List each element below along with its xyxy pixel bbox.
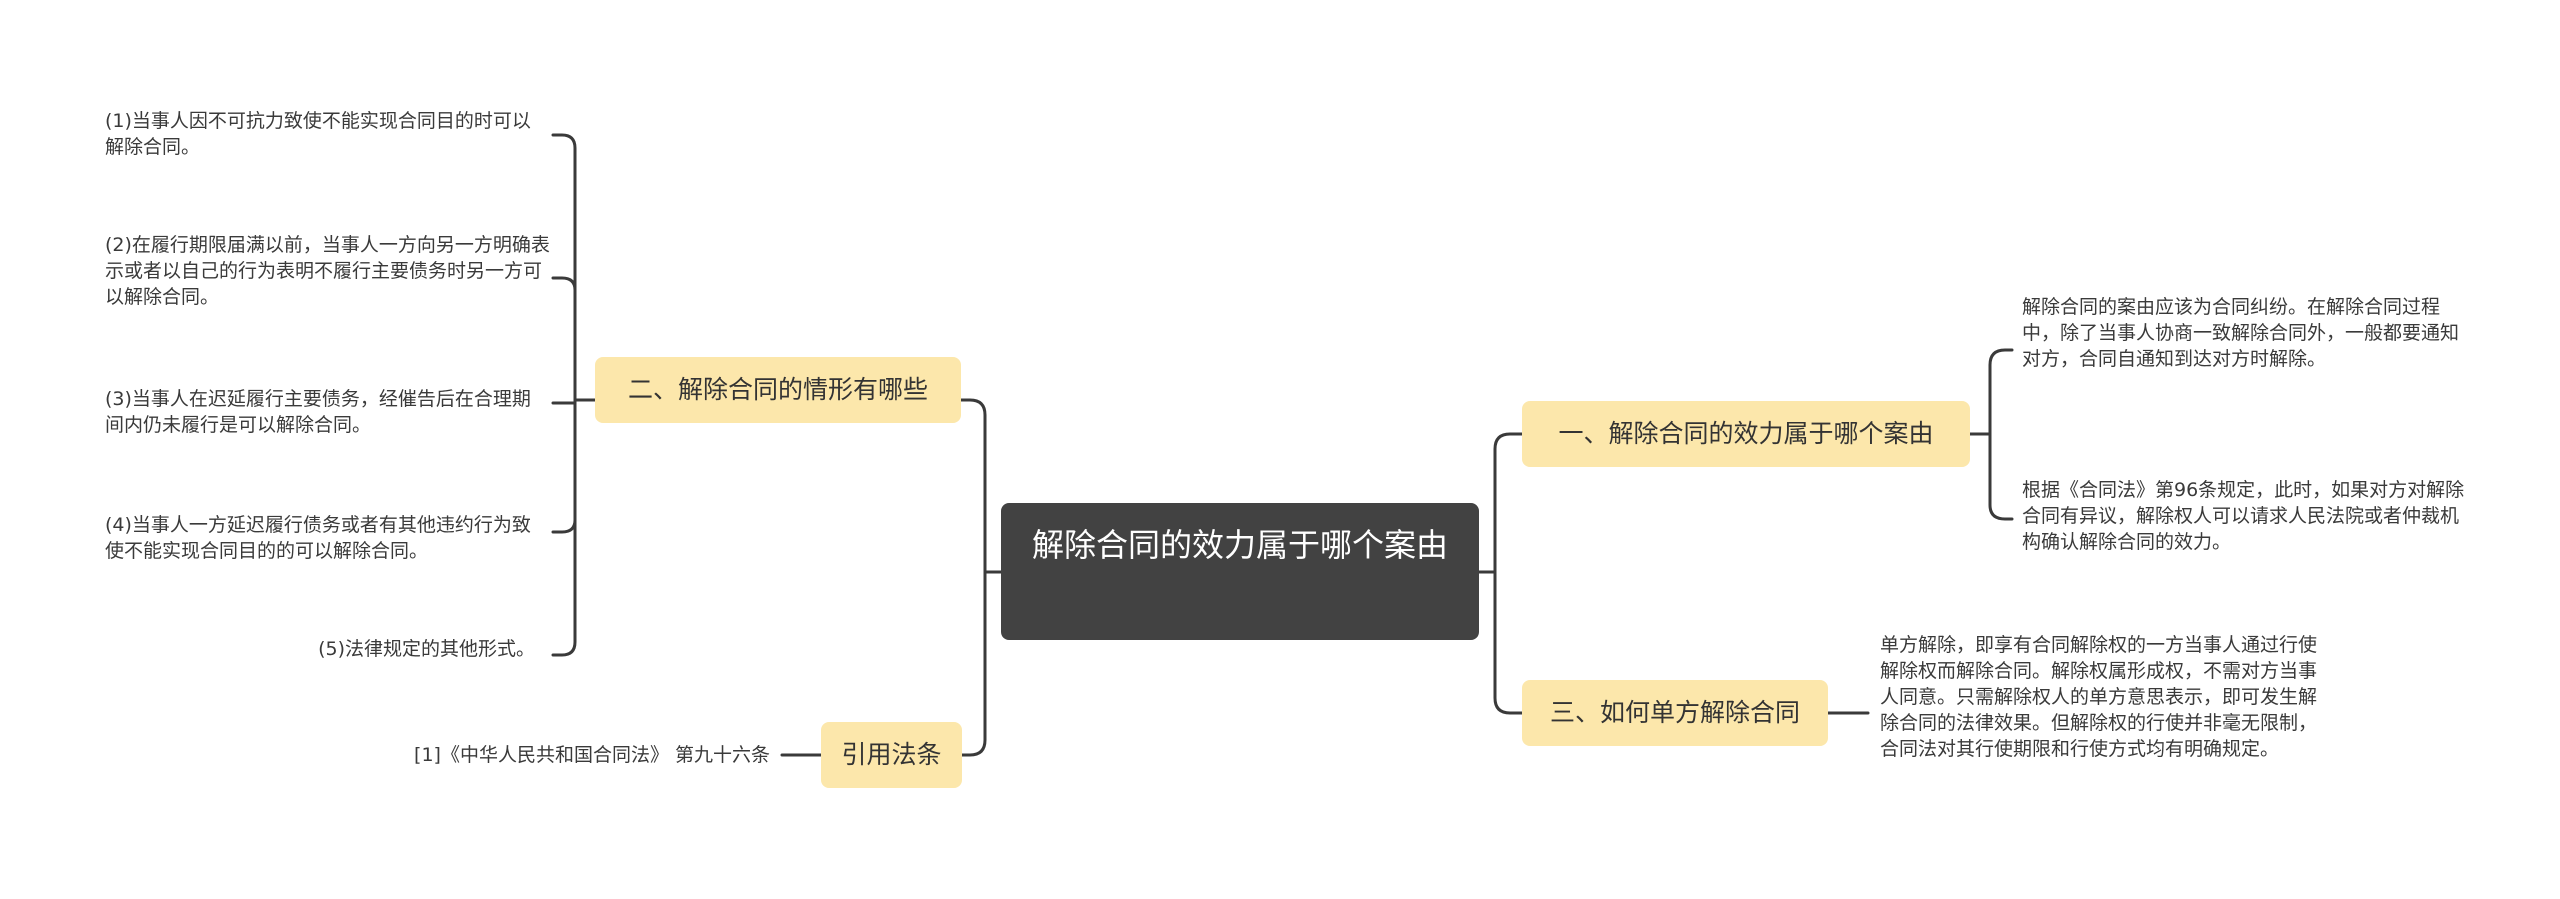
leaf-situation-2[interactable]: (2)在履行期限届满以前，当事人一方向另一方明确表示或者以自己的行为表明不履行主… [105, 234, 550, 308]
leaf-unilateral-1[interactable]: 单方解除，即享有合同解除权的一方当事人通过行使解除权而解除合同。解除权属形成权，… [1880, 634, 2318, 760]
link-situations-leaves [551, 133, 597, 657]
link-root-citation [956, 570, 1003, 757]
leaf-situation-5[interactable]: (5)法律规定的其他形式。 [318, 638, 535, 660]
leaf-situation-3[interactable]: (3)当事人在迟延履行主要债务，经催告后在合理期间内仍未履行是可以解除合同。 [105, 388, 531, 436]
leaf-situation-4[interactable]: (4)当事人一方延迟履行债务或者有其他违约行为致使不能实现合同目的的可以解除合同… [105, 514, 531, 562]
root-topic[interactable]: 解除合同的效力属于哪个案由 [1001, 503, 1479, 640]
topic-citation[interactable]: 引用法条 [821, 722, 962, 788]
leaf-situation-1[interactable]: (1)当事人因不可抗力致使不能实现合同目的时可以解除合同。 [105, 110, 531, 158]
topic-situations[interactable]: 二、解除合同的情形有哪些 [595, 357, 961, 423]
leaf-cause-1[interactable]: 解除合同的案由应该为合同纠纷。在解除合同过程中，除了当事人协商一致解除合同外，一… [2022, 296, 2460, 370]
topic-cause[interactable]: 一、解除合同的效力属于哪个案由 [1522, 401, 1970, 467]
link-root-cause [1477, 432, 1524, 574]
leaf-citation-1[interactable]: [1]《中华人民共和国合同法》 第九十六条 [414, 744, 770, 766]
link-root-unilateral [1477, 570, 1524, 715]
link-cause-leaves [1968, 348, 2014, 521]
link-root-situations [956, 398, 1003, 574]
topic-unilateral[interactable]: 三、如何单方解除合同 [1522, 680, 1828, 746]
leaf-cause-2[interactable]: 根据《合同法》第96条规定，此时，如果对方对解除合同有异议，解除权人可以请求人民… [2022, 479, 2465, 553]
